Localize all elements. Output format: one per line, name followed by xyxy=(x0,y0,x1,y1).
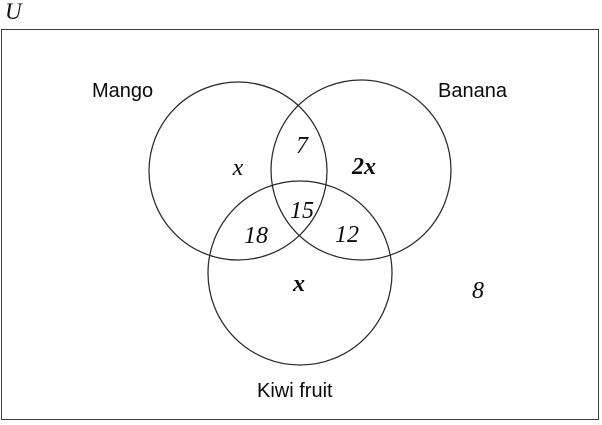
mango-set-label: Mango xyxy=(92,80,154,102)
kiwi-circle xyxy=(207,180,393,366)
region-value-mango-kiwi: 18 xyxy=(244,223,268,249)
region-value-all-three: 15 xyxy=(290,198,314,224)
region-value-outside: 8 xyxy=(472,278,484,304)
region-value-kiwi-only: x xyxy=(293,271,305,297)
region-value-banana-kiwi: 12 xyxy=(335,222,359,248)
universe-label: U xyxy=(5,0,22,24)
banana-set-label: Banana xyxy=(438,80,507,102)
region-value-mango-banana: 7 xyxy=(296,133,308,159)
banana-circle xyxy=(270,79,452,261)
mango-circle xyxy=(148,81,328,261)
universe-rectangle xyxy=(1,29,599,420)
region-value-mango-only: x xyxy=(232,155,244,181)
region-value-banana-only: 2x xyxy=(352,154,376,180)
kiwi-set-label: Kiwi fruit xyxy=(257,380,333,402)
